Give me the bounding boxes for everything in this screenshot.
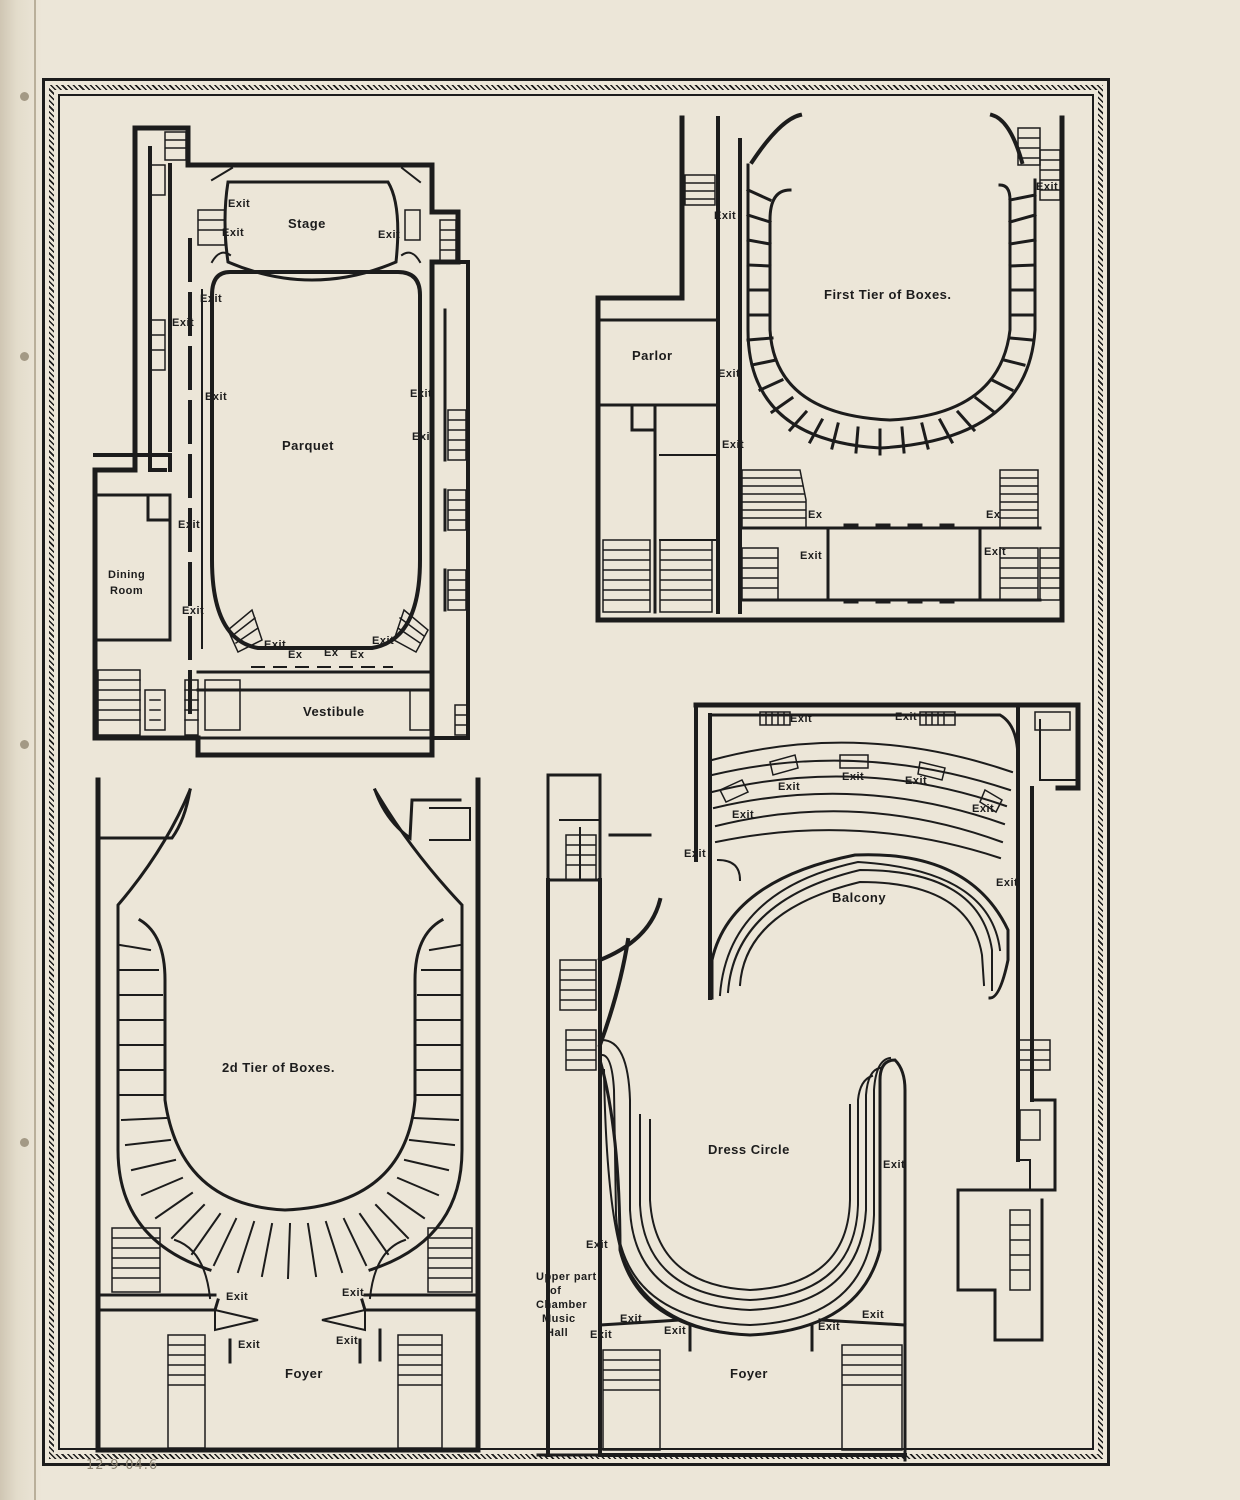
dining-label-line1: Dining [108, 569, 145, 581]
ex-label: Ex [288, 649, 303, 661]
binding-fold [34, 0, 36, 1500]
vestibule-label: Vestibule [303, 704, 365, 719]
exit-label: Exit [264, 639, 286, 651]
chamber-hall-line1: Upper part [536, 1271, 597, 1283]
dress-circle-rows [600, 1038, 892, 1337]
exit-label: Exit [226, 1291, 248, 1303]
binding-hole [20, 740, 29, 749]
exit-label: Exit [342, 1287, 364, 1299]
exit-label: Exit [883, 1159, 905, 1171]
exit-label: Exit [378, 229, 400, 241]
exit-label: Exit [590, 1329, 612, 1341]
exit-label: Exit [714, 210, 736, 222]
exit-label: Exit [722, 439, 744, 451]
exit-label: Exit [842, 771, 864, 783]
dining-label-line2: Room [110, 585, 143, 597]
exit-label: Exit [996, 877, 1018, 889]
exit-label: Exit [1036, 181, 1058, 193]
ex-label: Ex [986, 509, 1001, 521]
second-tier-plan [95, 777, 481, 1453]
exit-label: Exit [228, 198, 250, 210]
ex-label: Ex [324, 647, 339, 659]
parquet-title: Parquet [282, 438, 334, 453]
exit-label: Exit [684, 848, 706, 860]
exit-label: Exit [238, 1339, 260, 1351]
page-border-hatched [49, 85, 1103, 1459]
balcony-title: Balcony [832, 890, 886, 905]
first-tier-title: First Tier of Boxes. [824, 287, 952, 302]
exit-label: Exit [778, 781, 800, 793]
stage-label: Stage [288, 216, 326, 231]
box-partitions [746, 188, 1037, 456]
binding-hole [20, 92, 29, 101]
exit-label: Exit [178, 519, 200, 531]
foyer-label: Foyer [285, 1366, 323, 1381]
handwritten-date: 12-9-04.6 [86, 1458, 159, 1473]
exit-label: Exit [205, 391, 227, 403]
exit-label: Exit [818, 1321, 840, 1333]
exit-label: Exit [790, 713, 812, 725]
ex-label: Ex [350, 649, 365, 661]
parlor-label: Parlor [632, 348, 673, 363]
exit-label: Exit [862, 1309, 884, 1321]
page-border-outer [42, 78, 1110, 1466]
chamber-hall-line5: Hall [546, 1327, 568, 1339]
balcony-rows [710, 741, 1014, 882]
exit-label: Exit [586, 1239, 608, 1251]
exit-label: Exit [620, 1313, 642, 1325]
balcony-plan [536, 702, 1081, 1462]
page-border-inner [58, 94, 1094, 1450]
exit-label: Exit [372, 635, 394, 647]
exit-label: Exit [905, 775, 927, 787]
exit-label: Exit [412, 431, 434, 443]
foyer-label: Foyer [730, 1366, 768, 1381]
exit-label: Exit [732, 809, 754, 821]
dress-circle-label: Dress Circle [708, 1142, 790, 1157]
second-tier-partitions [118, 943, 462, 1280]
binding-hole [20, 352, 29, 361]
exit-label: Exit [718, 368, 740, 380]
first-tier-plan [595, 112, 1065, 623]
exit-label: Exit [895, 711, 917, 723]
exit-label: Exit [972, 803, 994, 815]
exit-label: Exit [664, 1325, 686, 1337]
exit-label: Exit [410, 388, 432, 400]
chamber-hall-line2: of [550, 1285, 561, 1297]
second-tier-title: 2d Tier of Boxes. [222, 1060, 335, 1075]
parquet-plan [92, 125, 470, 758]
exit-label: Exit [984, 546, 1006, 558]
exit-label: Exit [172, 317, 194, 329]
chamber-hall-line3: Chamber [536, 1299, 587, 1311]
ex-label: Ex [808, 509, 823, 521]
chamber-hall-line4: Music [542, 1313, 576, 1325]
binding-hole [20, 1138, 29, 1147]
exit-label: Exit [222, 227, 244, 239]
exit-label: Exit [336, 1335, 358, 1347]
exit-label: Exit [800, 550, 822, 562]
exit-label: Exit [182, 605, 204, 617]
exit-label: Exit [200, 293, 222, 305]
